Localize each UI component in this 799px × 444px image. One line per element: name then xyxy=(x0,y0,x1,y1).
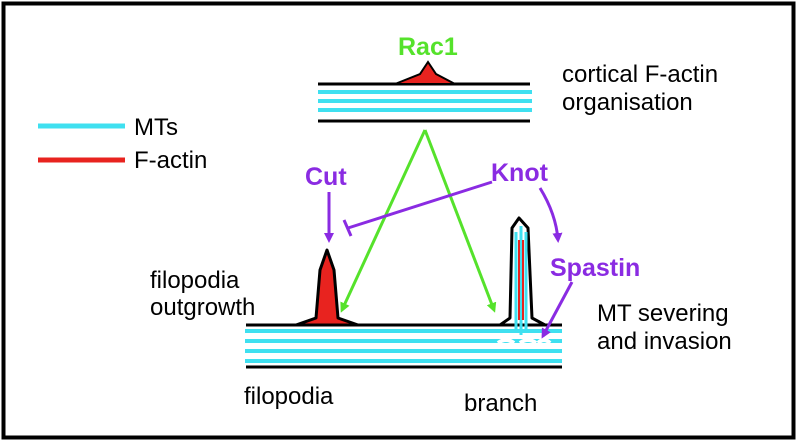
knot-inhibition-bar xyxy=(342,219,353,237)
filopodium-protrusion xyxy=(294,248,360,327)
cut-label: Cut xyxy=(305,163,347,191)
bottom-filopodia-label: filopodia xyxy=(244,383,334,410)
branch-protrusion xyxy=(498,216,547,335)
filopodia-outgrowth-line2: outgrowth xyxy=(150,294,255,321)
rac1-to-branch-arrow xyxy=(423,129,497,313)
bottom-structure xyxy=(245,216,562,369)
cortical-label-line1: cortical F-actin xyxy=(562,61,718,88)
cortical-label-line2: organisation xyxy=(562,89,693,116)
knot-inhibits-cut-line xyxy=(347,180,493,230)
rac1-to-filopodia-arrow xyxy=(340,129,427,313)
rac1-label: Rac1 xyxy=(398,33,458,61)
cortical-structure xyxy=(318,60,532,123)
legend-factin-label: F-actin xyxy=(134,147,207,174)
severing-label-line2: and invasion xyxy=(597,328,732,355)
legend: MTs F-actin xyxy=(38,114,207,174)
severing-label-line1: MT severing xyxy=(597,300,729,327)
filopodia-outgrowth-line1: filopodia xyxy=(150,267,240,294)
knot-label: Knot xyxy=(491,159,549,187)
legend-mts-label: MTs xyxy=(134,114,178,141)
spastin-to-severing-arrow xyxy=(541,281,574,339)
cortical-actin-peak xyxy=(394,60,456,85)
knot-to-spastin-arrow xyxy=(538,187,563,243)
severed-mt-fragments xyxy=(496,338,552,345)
bottom-branch-label: branch xyxy=(464,390,537,417)
spastin-label: Spastin xyxy=(550,254,640,282)
